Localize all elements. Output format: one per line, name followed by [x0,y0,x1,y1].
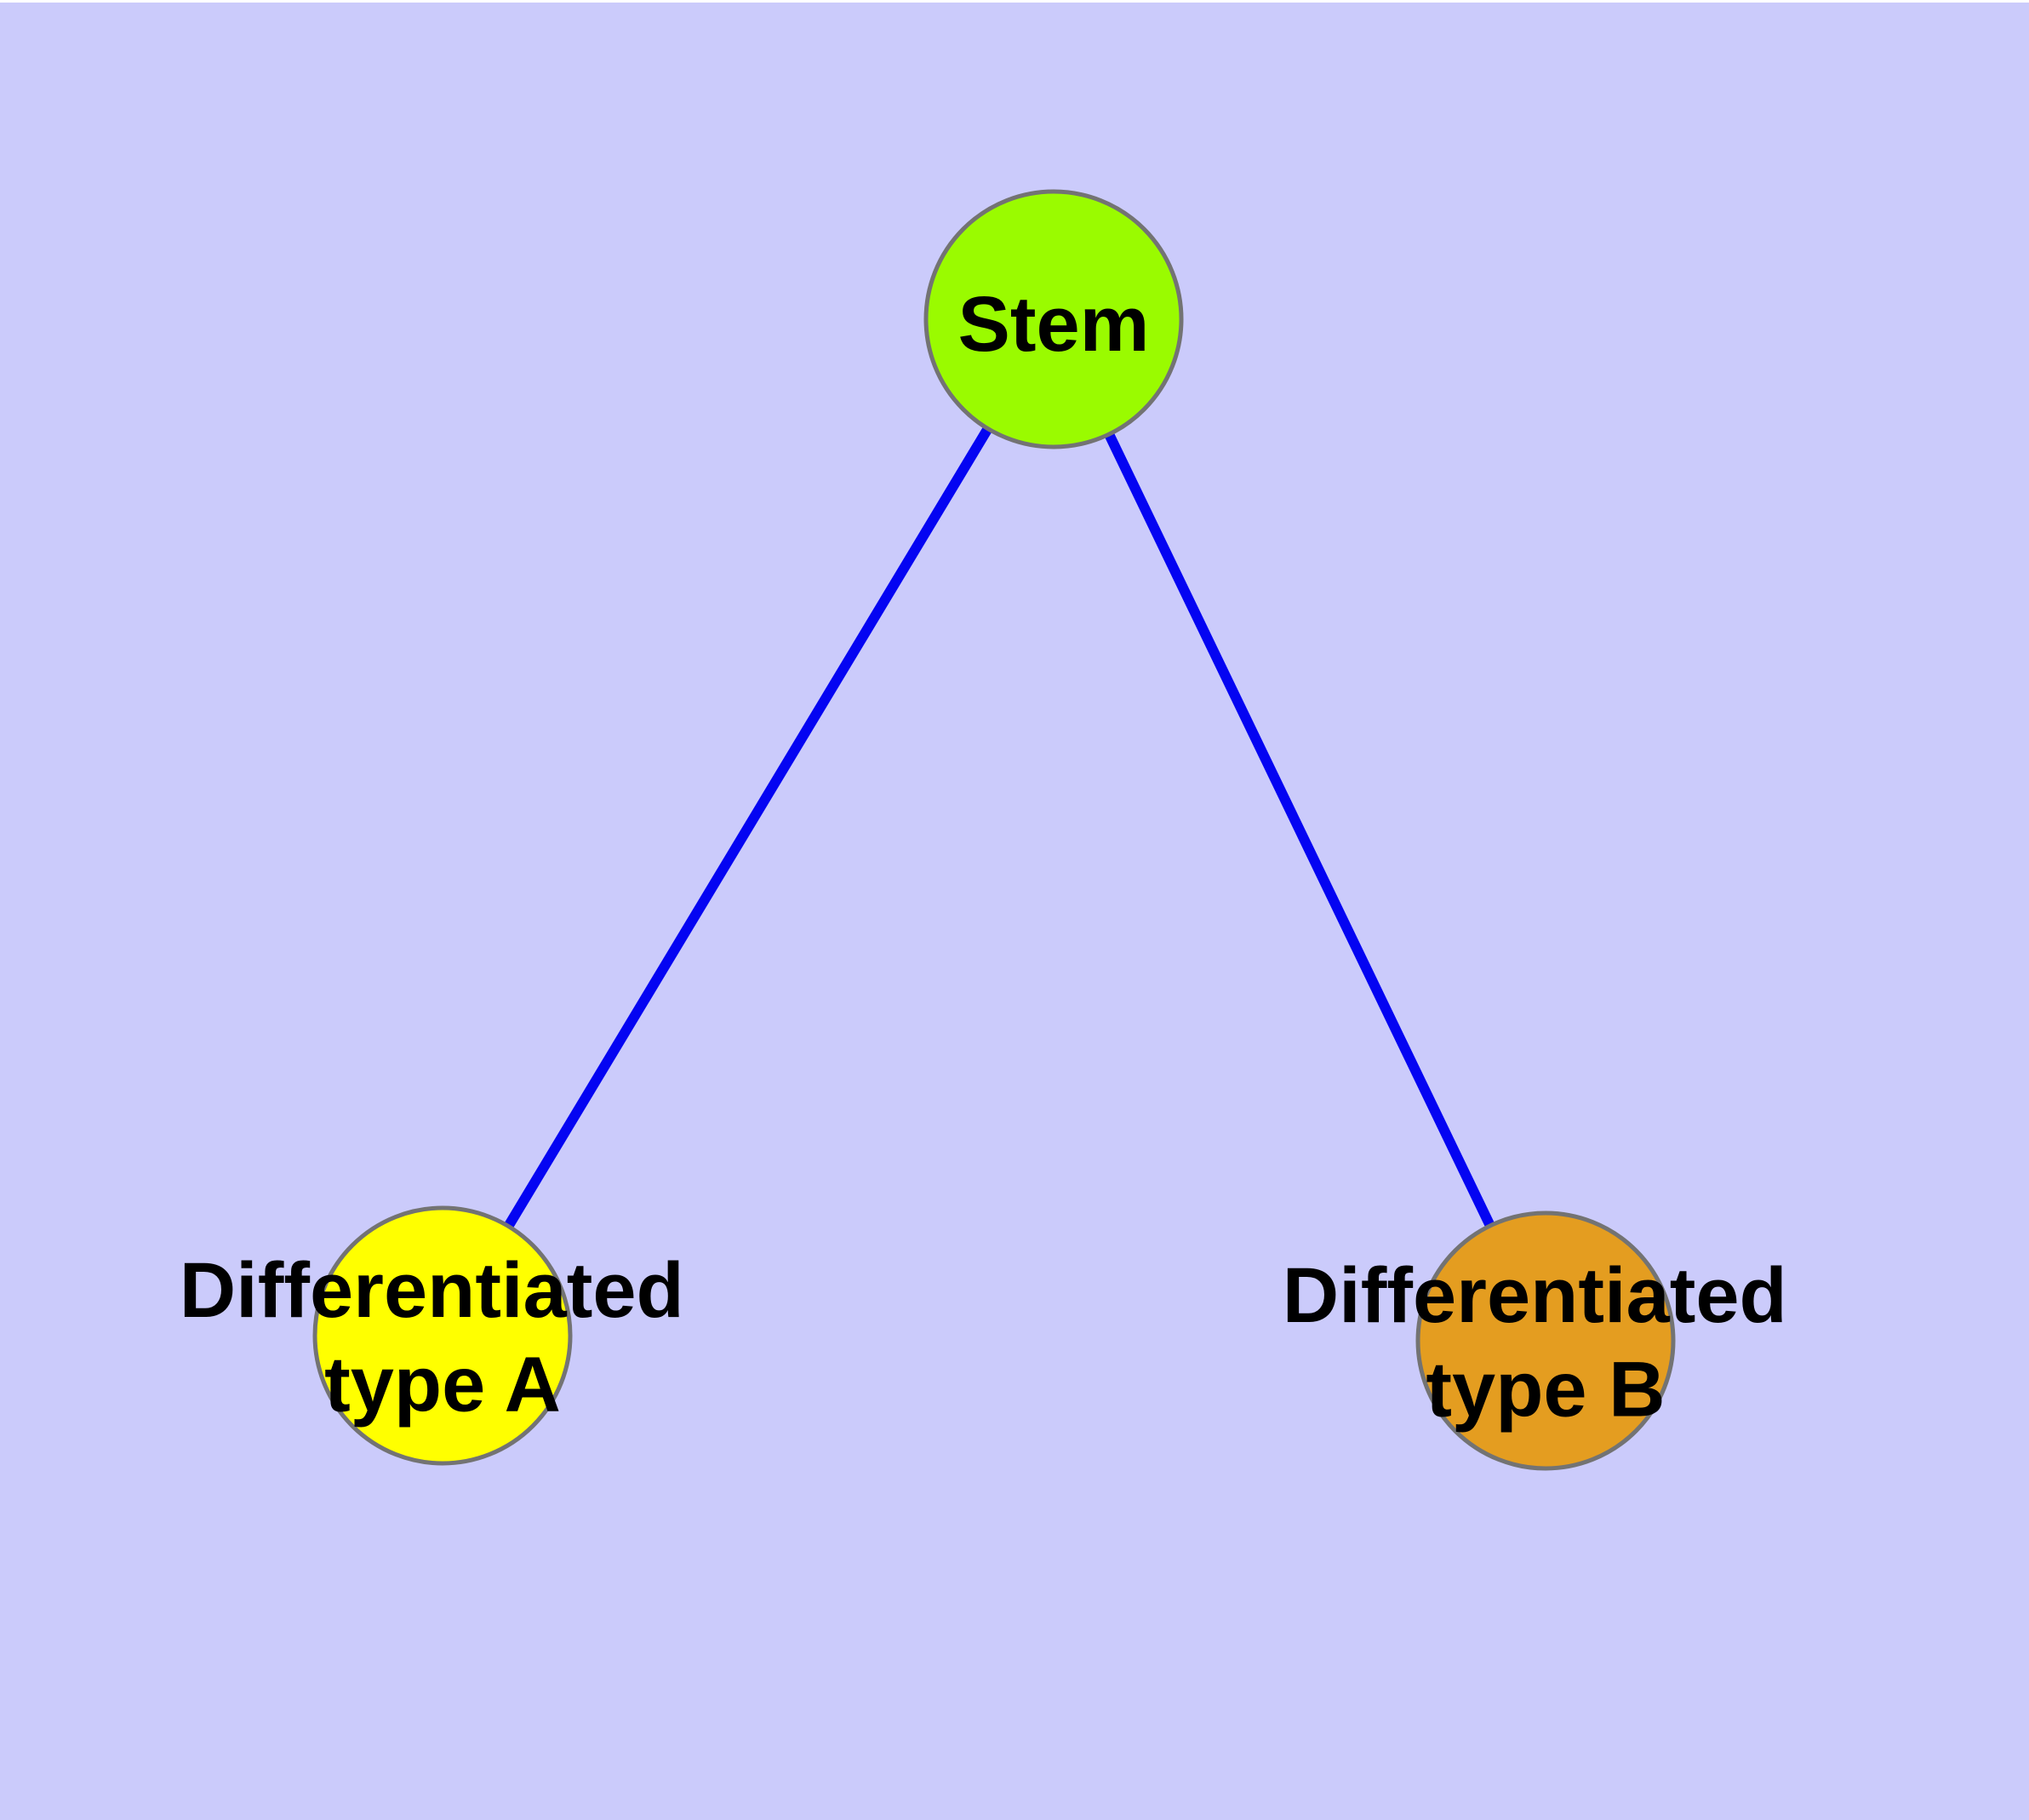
node-typeB-label-line1: Differentiated [1283,1252,1787,1339]
edge-stem-to-typeA [437,316,1059,1339]
node-stem-label-line: Stem [958,281,1150,368]
edge-stem-to-typeB [1049,317,1551,1343]
node-differentiated-type-b: Differentiated type B [1283,1210,1809,1471]
graph-svg: Stem Differentiated type A Differentiate… [0,3,2029,1820]
node-typeA-label-line2: type A [324,1341,561,1428]
node-typeA-label-line1: Differentiated [180,1247,684,1334]
node-typeB-circle [1415,1210,1676,1471]
node-stem: Stem [923,189,1184,449]
node-typeA-label: Differentiated type A [180,1247,706,1428]
node-typeA-circle [312,1205,573,1466]
node-stem-label: Stem [958,281,1150,368]
node-differentiated-type-a: Differentiated type A [180,1205,706,1466]
node-typeB-label: Differentiated type B [1283,1252,1809,1433]
node-stem-circle [923,189,1184,449]
node-typeB-label-line2: type B [1426,1346,1665,1433]
